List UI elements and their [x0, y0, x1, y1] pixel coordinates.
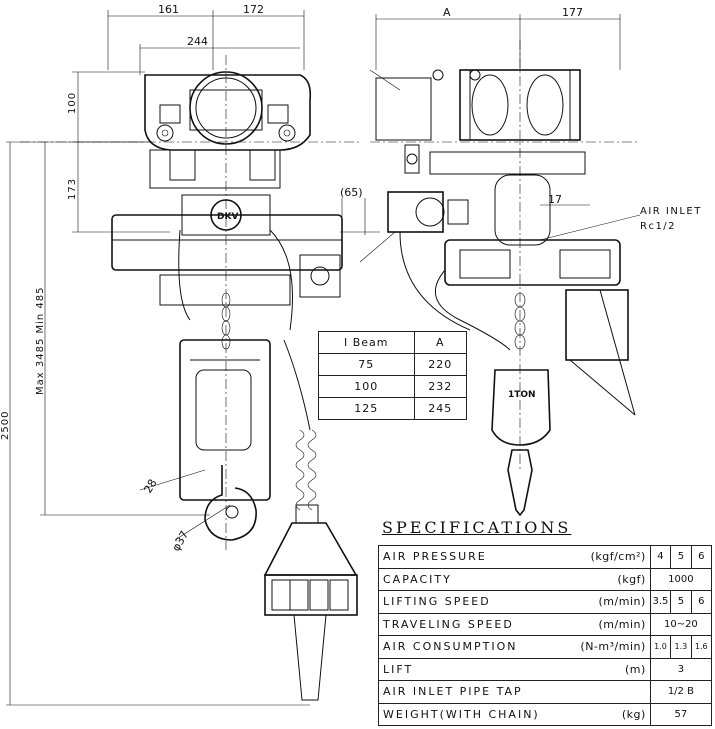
ibeam-header: I Beam [318, 331, 415, 354]
spec-item: WEIGHT(WITH CHAIN) [383, 707, 540, 721]
table-row: 100 232 [318, 375, 468, 398]
spec-row-lift: LIFT (m) 3 [378, 657, 713, 681]
spec-row-air-inlet: AIR INLET PIPE TAP 1/2 B [378, 680, 713, 704]
spec-value: 1/2 B [649, 680, 713, 704]
dim-172: 172 [243, 3, 264, 16]
table-cell: 245 [413, 397, 468, 420]
dim-161: 161 [158, 3, 179, 16]
spec-row-lifting-speed: LIFTING SPEED (m/min) 3.5 5 6 [378, 590, 713, 614]
spec-row-capacity: CAPACITY (kgf) 1000 [378, 567, 713, 591]
spec-value: 1000 [649, 567, 713, 591]
dim-28: 28 [141, 477, 159, 496]
spec-value: 57 [649, 702, 713, 726]
table-cell: 100 [318, 375, 415, 398]
table-row: 75 220 [318, 353, 468, 376]
a-header: A [413, 331, 468, 354]
dim-244: 244 [187, 35, 208, 48]
air-inlet-label: AIR INLET [640, 206, 702, 217]
spec-item: TRAVELING SPEED [383, 617, 514, 631]
spec-value: 3 [649, 657, 713, 681]
spec-unit: (kg) [621, 707, 646, 721]
dim-177: 177 [562, 6, 583, 19]
dim-phi37: φ37 [169, 529, 191, 554]
spec-value: 10~20 [649, 612, 713, 636]
rc-label: Rc1/2 [640, 221, 676, 232]
spec-table: AIR PRESSURE (kgf/cm²) 4 5 6 CAPACITY (kgf… [378, 545, 713, 726]
dim-A: A [443, 6, 451, 19]
spec-item: AIR CONSUMPTION [383, 640, 518, 654]
spec-row-air-pressure: AIR PRESSURE (kgf/cm²) 4 5 6 [378, 545, 713, 569]
top-dimensions: 161 172 244 A 177 [107, 3, 621, 75]
brand-logo: DKV [217, 212, 238, 222]
spec-value: 6 [690, 590, 713, 614]
spec-value: 5 [670, 545, 692, 569]
dim-2500: 2500 [0, 411, 11, 440]
spec-unit: (N-m³/min) [580, 640, 646, 654]
table-cell: 232 [413, 375, 468, 398]
spec-value: 3.5 [649, 590, 672, 614]
spec-item: AIR PRESSURE [383, 550, 487, 564]
capacity-tag: 1TON [508, 390, 536, 400]
spec-item: LIFT [383, 662, 414, 676]
spec-value: 6 [690, 545, 713, 569]
dim-max-min: Max 3485 Min 485 [35, 287, 46, 396]
spec-value: 1.0 [649, 635, 672, 659]
spec-unit: (kgf) [617, 572, 646, 586]
spec-row-air-consumption: AIR CONSUMPTION (N-m³/min) 1.0 1.3 1.6 [378, 635, 713, 659]
front-view: DKV (65) 28 φ37 [20, 55, 380, 701]
spec-unit: (m) [624, 662, 646, 676]
dim-100: 100 [67, 92, 78, 114]
side-view: 17 AIR INLET Rc1/2 1TON [359, 40, 702, 517]
spec-item: AIR INLET PIPE TAP [383, 685, 523, 699]
spec-unit: (m/min) [598, 617, 646, 631]
spec-value: 1.6 [690, 635, 713, 659]
dim-173: 173 [67, 178, 78, 200]
spec-row-weight: WEIGHT(WITH CHAIN) (kg) 57 [378, 702, 713, 726]
dim-65: (65) [340, 186, 363, 199]
spec-unit: (m/min) [598, 595, 646, 609]
dim-17: 17 [548, 193, 562, 206]
left-dimensions: 2500 Max 3485 Min 485 100 173 [0, 71, 310, 706]
ibeam-table: I Beam A 75 220 100 232 125 245 [318, 331, 468, 420]
spec-item: CAPACITY [383, 572, 452, 586]
spec-title: SPECIFICATIONS [382, 518, 572, 537]
spec-row-traveling-speed: TRAVELING SPEED (m/min) 10~20 [378, 612, 713, 636]
spec-value: 4 [649, 545, 672, 569]
spec-value: 1.3 [670, 635, 692, 659]
spec-unit: (kgf/cm²) [590, 550, 646, 564]
spec-value: 5 [670, 590, 692, 614]
table-row: 125 245 [318, 397, 468, 420]
table-cell: 220 [413, 353, 468, 376]
table-cell: 75 [318, 353, 415, 376]
spec-item: LIFTING SPEED [383, 595, 491, 609]
table-cell: 125 [318, 397, 415, 420]
